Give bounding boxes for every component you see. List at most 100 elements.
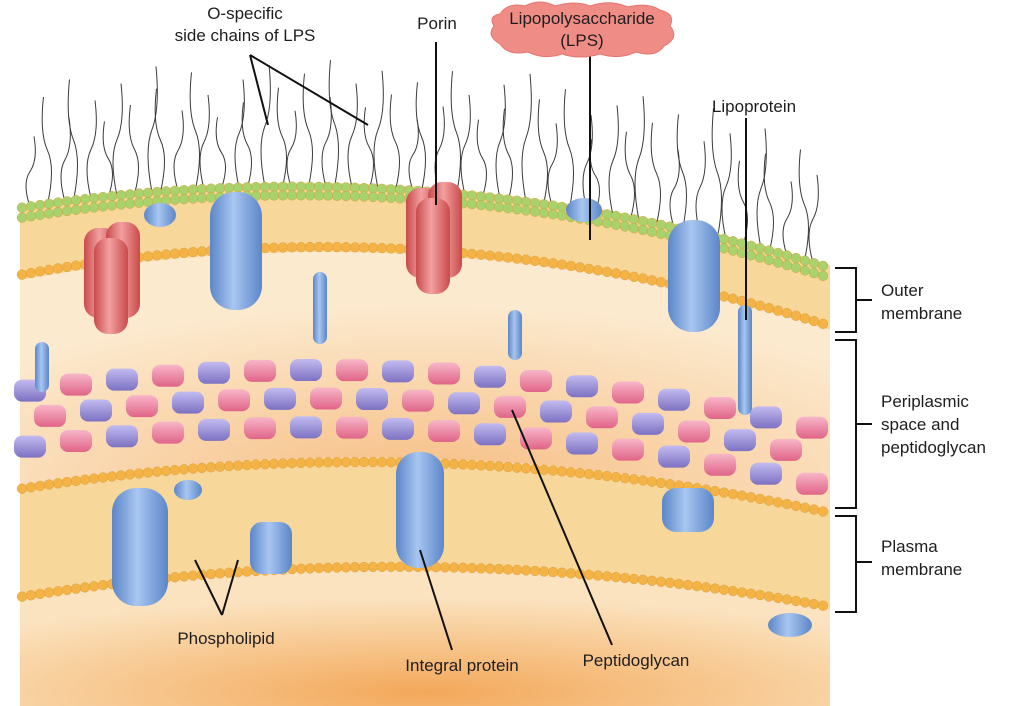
lps-head [331, 190, 343, 201]
lps-head [520, 205, 532, 216]
lps-head [133, 188, 145, 199]
plasma-outer-head [259, 459, 271, 470]
lps-head [340, 190, 352, 202]
phospholipid-leader [194, 559, 239, 616]
peptidoglycan-nag-unit [770, 438, 802, 461]
outer-inner-leaflet-head [322, 241, 334, 253]
peptidoglycan-nam-unit [724, 429, 756, 452]
lps-side-chain [199, 94, 210, 190]
outer-inner-leaflet-head [727, 293, 739, 304]
plasma-inner-head [682, 579, 694, 591]
lps-head [223, 182, 235, 193]
peptidoglycan-nag-unit [34, 404, 66, 427]
lps-head [178, 185, 190, 196]
lps-head [646, 217, 658, 229]
outer-membrane-bracket [835, 267, 872, 333]
lps-side-chain [215, 117, 226, 189]
lps-head [268, 190, 280, 201]
lps-head [718, 243, 730, 254]
lps-head [97, 201, 109, 212]
lps-head [124, 198, 136, 209]
plasma-outer-head [799, 502, 811, 513]
lps-side-chain [798, 149, 809, 261]
lps-head [484, 192, 496, 203]
plasma-outer-head [34, 480, 46, 492]
peptidoglycan-nam-unit [106, 368, 138, 391]
lps-side-chain [460, 94, 471, 196]
lps-side-chain [676, 114, 687, 230]
lps-side-chain [321, 96, 332, 188]
plasma-inner-head [52, 586, 64, 597]
outer-membrane-protein [144, 203, 176, 227]
plasma-outer-head [79, 474, 91, 485]
outer-inner-leaflet-head [331, 241, 343, 253]
plasma-outer-head [556, 466, 568, 477]
lps-head [799, 265, 811, 276]
lps-head [619, 212, 631, 223]
plasma-membrane-label-1: Plasma [881, 537, 938, 556]
lps-head [196, 183, 208, 195]
plasma-inner-head [583, 569, 595, 580]
membrane-structures [14, 60, 829, 637]
lps-head [151, 186, 163, 198]
lps-side-chain [347, 83, 358, 188]
lps-head [502, 194, 514, 205]
plasma-inner-head [304, 563, 316, 574]
outer-inner-leaflet-head [754, 300, 766, 311]
lps-head [655, 228, 667, 239]
plasma-inner-head [754, 589, 766, 601]
peptidoglycan-nag-unit [796, 472, 828, 495]
lipoprotein [313, 272, 327, 344]
lps-head [115, 199, 127, 210]
outer-inner-leaflet-head [817, 318, 829, 329]
plasma-inner-head [520, 565, 532, 576]
peptidoglycan-nag-unit [612, 381, 644, 404]
lps-side-chain [721, 133, 732, 240]
plasma-outer-head [43, 479, 55, 490]
plasma-outer-head [169, 464, 181, 476]
lps-head [727, 245, 739, 256]
lps-head [808, 267, 820, 279]
peptidoglycan-nag-unit [336, 359, 368, 382]
lps-head [358, 182, 370, 194]
peptidoglycan-nam-unit [474, 365, 506, 388]
lps-head [808, 258, 820, 269]
plasma-outer-head [250, 459, 262, 470]
lps-side-chain [408, 118, 419, 191]
plasma-inner-head [538, 566, 550, 577]
plasma-inner-head [295, 563, 307, 574]
plasma-outer-head [502, 461, 514, 473]
lps-head [79, 203, 91, 214]
plasma-inner-head [592, 570, 604, 581]
plasma-inner-head [313, 562, 325, 574]
outer-inner-leaflet-head [583, 263, 595, 274]
outer-inner-leaflet-head [43, 264, 55, 275]
plasma-outer-head [493, 461, 505, 472]
outer-inner-leaflet-head [286, 242, 298, 253]
outer-inner-leaflet-head [70, 260, 82, 271]
lps-side-chain [286, 110, 297, 187]
lps-head [160, 186, 172, 197]
lps-head [817, 260, 829, 271]
lps-head [754, 243, 766, 254]
lps-head [349, 182, 361, 193]
lps-side-chain [373, 70, 384, 189]
lps-side-chain [521, 73, 532, 202]
outer-inner-leaflet-head [790, 310, 802, 321]
lps-side-chain [476, 119, 487, 197]
lps-side-chain [695, 141, 706, 234]
lps-head [232, 182, 244, 193]
plasma-inner-head [349, 562, 361, 573]
plasma-outer-head [376, 457, 388, 468]
plasma-outer-head [538, 464, 550, 475]
outer-inner-leaflet-head [610, 268, 622, 279]
lps-head [754, 252, 766, 263]
peptidoglycan-nag-unit [310, 387, 342, 410]
plasma-outer-head [223, 460, 235, 472]
plasma-inner-head [214, 568, 226, 579]
peptidoglycan-nam-unit [566, 375, 598, 398]
plasma-outer-head [475, 460, 487, 471]
lps-head [25, 211, 37, 222]
plasma-inner-head [169, 572, 181, 583]
